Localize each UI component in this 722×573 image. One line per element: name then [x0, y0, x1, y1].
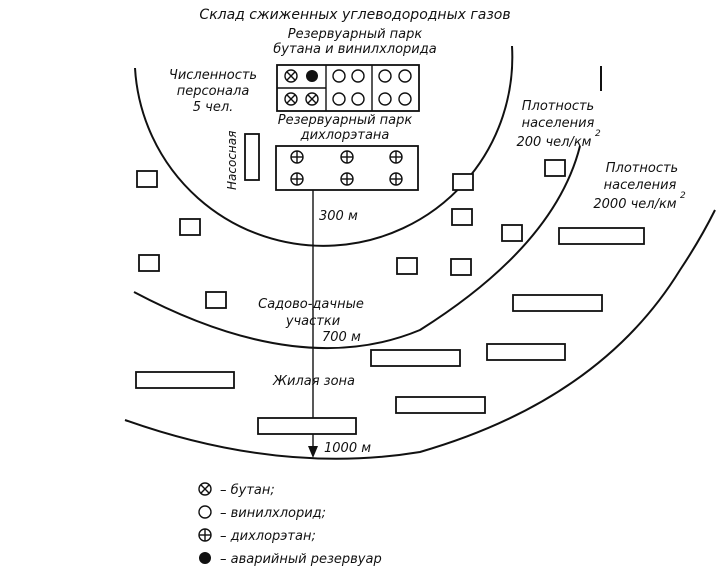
- park2-label-2: дихлорэтана: [300, 128, 390, 143]
- butane-tank: [284, 92, 298, 106]
- density2-value: 2000 чел/км: [593, 197, 676, 212]
- dacha-buildings: [136, 159, 566, 309]
- butane-tank: [284, 69, 298, 83]
- emergency-tank: [306, 70, 318, 82]
- radius-arrowhead: [308, 446, 318, 458]
- staff-label-3: 5 чел.: [193, 100, 234, 115]
- zone-700m-arc: [133, 145, 581, 350]
- density2-label-2: населения: [604, 178, 677, 193]
- dichloro-tank: [340, 150, 354, 164]
- density1-label-1: Плотность: [522, 99, 594, 114]
- pump-station: [244, 133, 260, 181]
- vinyl-tank: [398, 69, 412, 83]
- density2-label-1: Плотность: [606, 161, 678, 176]
- vinyl-tank: [378, 69, 392, 83]
- radius-300-label: 300 м: [319, 209, 358, 224]
- legend-vinyl-label: – винилхлорид;: [220, 506, 326, 521]
- dichloro-tank: [389, 150, 403, 164]
- staff-label-2: персонала: [177, 84, 250, 99]
- legend-dichloro-icon: [198, 528, 212, 542]
- residential-label: Жилая зона: [272, 374, 355, 389]
- density1-superscript: 2: [595, 129, 601, 139]
- garden-label-1: Садово-дачные: [258, 297, 364, 312]
- dichloro-tank: [290, 172, 304, 186]
- garden-label-2: участки: [285, 314, 340, 329]
- radius-700-label: 700 м: [322, 330, 361, 345]
- legend-dichloro-label: – дихлорэтан;: [220, 529, 316, 544]
- dichloro-tank: [389, 172, 403, 186]
- vinyl-tank: [351, 69, 365, 83]
- staff-label-1: Численность: [169, 68, 257, 83]
- diagram-title: Склад сжиженных углеводородных газов: [199, 7, 510, 23]
- vinyl-tank: [351, 92, 365, 106]
- legend-emergency-label: – аварийный резервуар: [220, 552, 382, 567]
- vinyl-tank: [398, 92, 412, 106]
- legend-butane-icon: [198, 482, 212, 496]
- park1-label-2: бутана и винилхлорида: [273, 42, 436, 57]
- density1-value: 200 чел/км: [517, 135, 592, 150]
- density1-label-2: населения: [522, 116, 595, 131]
- legend-butane-label: – бутан;: [220, 483, 275, 498]
- vinyl-tank: [378, 92, 392, 106]
- radius-1000-label: 1000 м: [324, 441, 371, 456]
- legend-emergency-icon: [199, 552, 211, 564]
- density2-superscript: 2: [680, 191, 686, 201]
- dichloro-tank: [290, 150, 304, 164]
- legend-vinyl-icon: [198, 505, 212, 519]
- zone-300m-arc: [134, 45, 514, 247]
- park2-label-1: Резервуарный парк: [278, 113, 413, 128]
- vinyl-tank: [332, 69, 346, 83]
- vinyl-tank: [332, 92, 346, 106]
- zone-1000m-arc: [124, 209, 716, 460]
- tank-park-butane-vinyl: [276, 64, 420, 112]
- residential-buildings: [135, 227, 645, 435]
- park1-label-1: Резервуарный парк: [288, 27, 423, 42]
- butane-tank: [305, 92, 319, 106]
- dichloro-tank: [340, 172, 354, 186]
- pump-label: Насосная: [225, 131, 239, 190]
- legend: – бутан; – винилхлорид; – дихлорэтан; – …: [198, 482, 382, 567]
